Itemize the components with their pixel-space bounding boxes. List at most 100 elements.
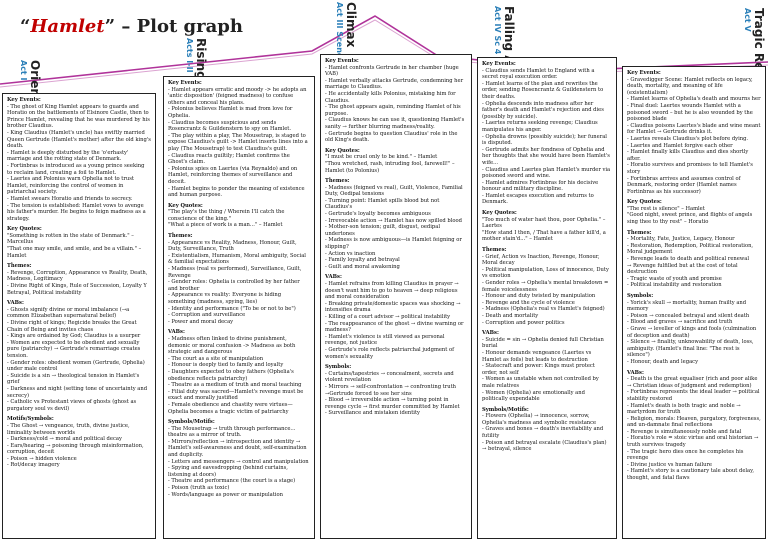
- section-line: - The tension is established: Hamlet vow…: [7, 202, 146, 222]
- section-line: - Letters and messengers → control and m…: [168, 458, 309, 465]
- section-line: - Claudius becomes suspicious and sends …: [168, 119, 292, 133]
- section-line: - Hamlet learns of Ophelia's death and m…: [627, 96, 761, 103]
- section-line: - Poison and betrayal escalate (Claudius…: [482, 439, 607, 453]
- section-line: - Polonius believes Hamlet is mad from l…: [168, 106, 293, 119]
- section-line: - Appearance vs reality: Everyone is hid…: [168, 292, 282, 305]
- section-line: - Gender roles: Ophelia is controlled by…: [168, 279, 300, 292]
- section-heading: VABs:: [627, 369, 644, 376]
- section-line: - Theatre and performance (the court is …: [168, 478, 296, 485]
- section-line: - Laertes and Hamlet forgive each other: [627, 142, 733, 149]
- section-line: - Hamlet verbally attacks Gertrude, cond…: [325, 77, 464, 91]
- section-line: - Existentialism, Humanism, Moral ambigu…: [168, 252, 306, 266]
- section-heading: Symbols:: [627, 293, 654, 299]
- section-line: - Catholic vs Protestant views of ghosts…: [7, 399, 137, 412]
- section-line: - Words/language as power or manipulatio…: [168, 491, 283, 498]
- section-line: - Silence → finality, unknowability of d…: [627, 339, 754, 359]
- section-line: - He accidentally kills Polonius, mistak…: [325, 90, 456, 104]
- section-heading: VABs:: [482, 330, 499, 337]
- title-play-name: Hamlet: [30, 16, 105, 37]
- section-line: - The Ghost → vengeance, truth, divine j…: [7, 422, 130, 436]
- page-title: “Hamlet” – Plot graph: [20, 16, 243, 37]
- section-line: - The tragic hero dies once he completes…: [627, 448, 744, 462]
- section-heading: VABs:: [7, 300, 24, 307]
- section-line: - Women are expected to be obedient and …: [7, 339, 141, 359]
- section-line: - Darkness and night (setting tone of un…: [7, 385, 148, 399]
- section-line: - The ghost appears again, reminding Ham…: [325, 104, 461, 117]
- section-line: - The reappearance of the ghost → divine…: [325, 320, 464, 334]
- column-climax: Key Events:- Hamlet confronts Gertrude i…: [320, 54, 472, 539]
- section-line: - Hamlet learns of the plan and rewrites…: [482, 80, 604, 100]
- section-line: - Irrevocable action → Hamlet has now sp…: [325, 217, 462, 224]
- section-line: - Mirrors/reflection → introspection and…: [168, 438, 307, 459]
- column-rising-action: Key Events:- Hamlet appears erratic and …: [163, 76, 315, 539]
- section-line: - Final duel: Laertes wounds Hamlet with…: [627, 102, 753, 123]
- section-line: - Revenge is simultaneously noble and fa…: [627, 428, 742, 435]
- section-line: - Flowers (Ophelia) → innocence, sorrow,…: [482, 413, 597, 426]
- section-line: - Revenge and the cycle of violence: [482, 299, 575, 306]
- section-heading: Key Events:: [627, 70, 661, 76]
- title-rest: – Plot graph: [115, 16, 243, 37]
- section-line: - Hamlet's story is a cautionary tale ab…: [627, 468, 755, 482]
- section-heading: Key Events:: [7, 97, 41, 103]
- section-line: - Claudius and Laertes plan Hamlet's mur…: [482, 166, 611, 180]
- section-line: - Fortinbras is introduced as a young pr…: [7, 162, 145, 176]
- section-line: - Ghosts signify divine or moral imbalan…: [7, 306, 130, 320]
- section-line: - Claudius sends Hamlet to England with …: [482, 67, 595, 81]
- section-line: - Daughters expected to obey fathers (Op…: [168, 368, 294, 382]
- title-quote-open: “: [20, 16, 31, 37]
- section-line: - Madness (Ophelia's real vs Hamlet's fe…: [482, 306, 605, 313]
- section-heading: Motifs/Symbols:: [7, 416, 54, 423]
- section-heading: Themes:: [7, 263, 32, 270]
- section-line: → Christian ideas of judgment and redemp…: [627, 382, 752, 389]
- section-line: - Revenge leads to death and political r…: [627, 256, 749, 263]
- section-line: - Hamlet finally kills Claudius and dies…: [627, 149, 749, 162]
- section-line: - Yorick's skull → mortality, human frai…: [627, 299, 747, 313]
- column-orientation: Key Events:- The ghost of King Hamlet ap…: [2, 93, 156, 539]
- section-line: - Guilt and moral awakening: [325, 263, 400, 270]
- section-line: - Madness is now ambiguous—is Hamlet fei…: [325, 237, 462, 251]
- section-line: - Hamlet escapes execution and returns t…: [482, 192, 594, 206]
- section-line: - Horatio survives and promises to tell …: [627, 162, 753, 175]
- section-line: - Kings are ordained by God; Claudius is…: [7, 333, 141, 340]
- section-line: - Claudius knows he can use it, question…: [325, 117, 465, 130]
- section-line: "Good night, sweet prince, and flights o…: [627, 212, 753, 226]
- section-heading: Symbols/Motifs:: [168, 419, 215, 426]
- section-line: - Poison → concealed betrayal and silent…: [627, 312, 750, 319]
- section-heading: Themes:: [325, 178, 350, 185]
- section-heading: Key Quotes:: [7, 226, 42, 233]
- section-line: - Ophelia descends into madness after he…: [482, 100, 604, 120]
- section-line: - Hamlet begins to ponder the meaning of…: [168, 185, 305, 199]
- section-line: - Poison → hidden violence: [7, 455, 77, 462]
- section-line: - Honour, death and legacy: [627, 358, 698, 365]
- section-line: - Gender roles: obedient women (Gertrude…: [7, 359, 145, 373]
- section-line: - Ophelia drowns (possibly suicide); her…: [482, 133, 607, 147]
- section-line: - Breaking private/domestic spaces was s…: [325, 300, 461, 314]
- section-line: - The court as a site of manipulation: [168, 355, 264, 362]
- section-line: "How stand I then, / That have a father …: [482, 229, 606, 243]
- section-line: - Laertes reveals Claudius's plot before…: [627, 135, 749, 142]
- section-line: - Madness (real vs performed), Surveilla…: [168, 266, 302, 279]
- section-line: - The Mousetrap → truth through performa…: [168, 425, 296, 439]
- section-line: - Power and moral decay: [168, 318, 234, 325]
- section-line: - Horatio's role = stoic virtue and oral…: [627, 435, 759, 449]
- section-line: - Divine justice vs human failure: [627, 461, 712, 468]
- section-line: - The ghost of King Hamlet appears to gu…: [7, 103, 150, 130]
- section-heading: Themes:: [168, 233, 193, 240]
- section-heading: Key Quotes:: [325, 147, 360, 154]
- section-line: → Revenge fulfilled but at the cost of t…: [627, 262, 738, 276]
- section-line: - Mother-son tension; guilt, disgust, oe…: [325, 224, 440, 237]
- section-line: "I must be cruel only to be kind." – Ham…: [325, 154, 438, 161]
- section-line: - Blood → irreversible action → turning …: [325, 397, 460, 410]
- section-line: - Surveillance and mistaken identity: [325, 410, 420, 417]
- section-line: "What a piece of work is a man..." – Ham…: [168, 222, 283, 229]
- section-heading: Key Events:: [325, 58, 359, 64]
- title-quote-close: ”: [104, 16, 116, 37]
- section-line: - Claudius reacts guiltily; Hamlet confi…: [168, 152, 290, 166]
- section-line: - Killing of a court advisor → political…: [325, 313, 451, 320]
- section-line: - Turning point: Hamlet spills blood but…: [325, 197, 440, 211]
- section-line: - Tragic waste of youth and promise: [627, 275, 722, 282]
- section-line: - Political manipulation, Loss of innoce…: [482, 266, 609, 280]
- section-line: - Identity and performance ("To be or no…: [168, 305, 296, 312]
- column-falling-action: Key Events:- Claudius sends Hamlet to En…: [477, 57, 617, 539]
- section-line: - Hamlet admires Fortinbras for his deci…: [482, 179, 599, 193]
